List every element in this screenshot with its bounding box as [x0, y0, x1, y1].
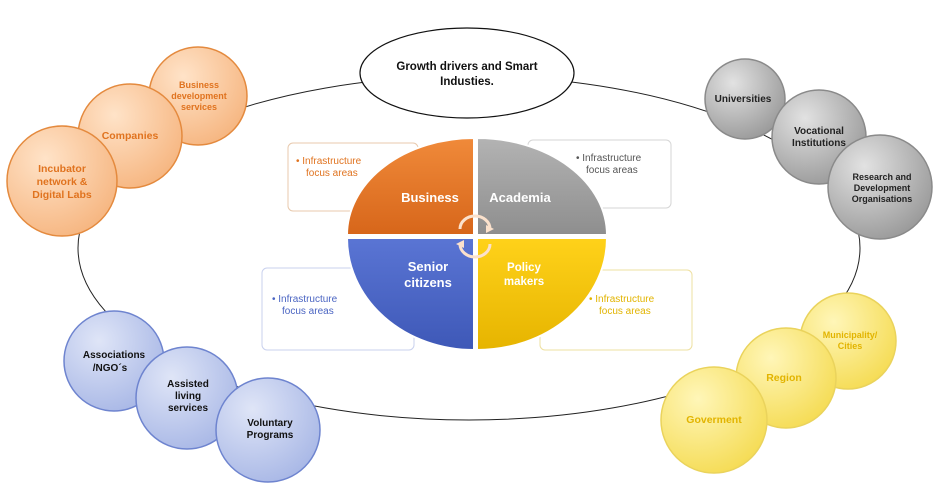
assisted-living-label-1: Assisted	[167, 379, 209, 390]
municipality-label-1: Municipality/	[823, 330, 878, 340]
policy-card-line-2: focus areas	[599, 306, 651, 317]
business-development-label-3: services	[181, 102, 217, 112]
title-line-1: Growth drivers and Smart	[396, 61, 537, 73]
policy-quadrant	[476, 237, 609, 352]
senior-cluster: Associations /NGO´s Assisted living serv…	[63, 310, 321, 483]
goverment-circle	[660, 366, 768, 474]
associations-label-1: Associations	[83, 350, 146, 361]
vocational-label-2: Institutions	[792, 138, 846, 149]
incubator-label-3: Digital Labs	[32, 189, 92, 201]
incubator-label-2: network &	[37, 176, 88, 188]
incubator-label-1: Incubator	[38, 163, 86, 175]
senior-quadrant	[345, 237, 475, 352]
vocational-label-1: Vocational	[794, 126, 844, 137]
senior-card-line-1: • Infrastructure	[272, 294, 338, 305]
business-cluster: Business development services Companies …	[6, 46, 248, 237]
associations-label-2: /NGO´s	[93, 363, 128, 374]
region-label: Region	[766, 372, 802, 384]
voluntary-circle	[215, 377, 321, 483]
research-label-2: Development	[854, 183, 911, 193]
academia-card-line-1: • Infrastructure	[576, 153, 642, 164]
assisted-living-label-2: living	[175, 391, 201, 402]
business-quadrant	[345, 136, 475, 236]
universities-circle	[704, 58, 786, 140]
research-circle	[827, 134, 933, 240]
assisted-living-label-3: services	[168, 403, 208, 414]
policy-quadrant-label-2: makers	[504, 276, 544, 288]
senior-quadrant-label-1: Senior	[408, 259, 448, 274]
goverment-label: Goverment	[686, 414, 742, 426]
center-pie: Business Academia Senior citizens Policy…	[345, 136, 609, 352]
senior-card-line-2: focus areas	[282, 306, 334, 317]
business-development-label-1: Business	[179, 80, 219, 90]
business-quadrant-label: Business	[401, 190, 459, 205]
research-label-3: Organisations	[852, 194, 913, 204]
companies-label: Companies	[102, 130, 159, 142]
title-line-2: Industies.	[440, 76, 494, 88]
senior-quadrant-label-2: citizens	[404, 275, 452, 290]
municipality-label-2: Cities	[838, 341, 863, 351]
academia-card-line-2: focus areas	[586, 165, 638, 176]
policy-card-line-1: • Infrastructure	[589, 294, 655, 305]
business-card-line-1: • Infrastructure	[296, 156, 362, 167]
academia-quadrant	[476, 136, 609, 236]
universities-label: Universities	[715, 94, 772, 105]
academia-cluster: Universities Vocational Institutions Res…	[704, 58, 933, 240]
business-card-line-2: focus areas	[306, 168, 358, 179]
incubator-circle	[6, 125, 118, 237]
policy-cluster: Municipality/ Cities Region Goverment	[660, 292, 897, 474]
voluntary-label-2: Programs	[247, 430, 294, 441]
business-development-label-2: development	[171, 91, 227, 101]
research-label-1: Research and	[852, 172, 911, 182]
voluntary-label-1: Voluntary	[247, 418, 293, 429]
academia-quadrant-label: Academia	[489, 190, 551, 205]
policy-quadrant-label-1: Policy	[507, 262, 541, 274]
cycle-arrows-icon	[456, 214, 494, 259]
title-ellipse	[359, 27, 575, 119]
